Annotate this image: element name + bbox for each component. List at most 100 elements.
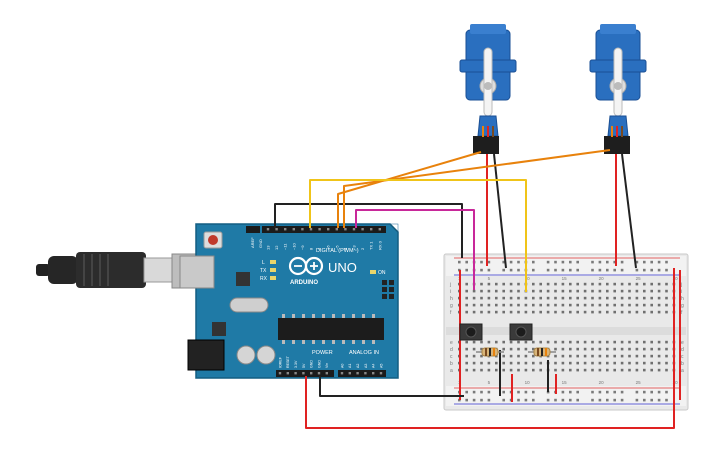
rail-hole[interactable] — [554, 398, 557, 402]
rail-hole[interactable] — [517, 260, 520, 264]
breadboard-hole[interactable] — [665, 347, 668, 351]
rail-hole[interactable] — [509, 260, 513, 264]
breadboard-hole[interactable] — [480, 289, 483, 293]
breadboard-hole[interactable] — [635, 282, 639, 286]
breadboard-hole[interactable] — [606, 303, 609, 307]
rail-hole[interactable] — [591, 268, 594, 272]
breadboard-hole[interactable] — [650, 310, 653, 314]
rail-hole[interactable] — [613, 390, 616, 394]
breadboard-hole[interactable] — [613, 296, 616, 300]
rail-hole[interactable] — [480, 268, 483, 272]
rail-hole[interactable] — [487, 268, 491, 272]
header-pin[interactable] — [302, 372, 305, 375]
header-pin[interactable] — [310, 372, 313, 375]
rail-hole[interactable] — [657, 398, 661, 402]
header-pin[interactable] — [370, 228, 373, 231]
rail-hole[interactable] — [650, 260, 653, 264]
breadboard-hole[interactable] — [495, 282, 498, 286]
header-pin[interactable] — [379, 372, 383, 375]
breadboard-hole[interactable] — [591, 368, 594, 372]
breadboard-hole[interactable] — [465, 289, 468, 293]
breadboard-hole[interactable] — [561, 354, 565, 358]
breadboard-hole[interactable] — [657, 340, 661, 344]
breadboard-hole[interactable] — [561, 296, 565, 300]
breadboard-hole[interactable] — [546, 340, 550, 344]
breadboard-hole[interactable] — [539, 303, 542, 307]
breadboard-hole[interactable] — [546, 303, 550, 307]
breadboard-hole[interactable] — [532, 296, 535, 300]
rail-hole[interactable] — [561, 260, 565, 264]
breadboard-hole[interactable] — [487, 289, 491, 293]
rail-hole[interactable] — [613, 260, 616, 264]
rail-hole[interactable] — [569, 260, 572, 264]
rail-hole[interactable] — [657, 260, 661, 264]
breadboard-hole[interactable] — [495, 310, 498, 314]
header-pin[interactable] — [317, 372, 321, 375]
breadboard-hole[interactable] — [583, 361, 587, 365]
breadboard-hole[interactable] — [517, 310, 520, 314]
breadboard-hole[interactable] — [465, 340, 468, 344]
rail-hole[interactable] — [635, 390, 639, 394]
rail-hole[interactable] — [643, 260, 646, 264]
breadboard-hole[interactable] — [583, 296, 587, 300]
wire-button-signal-magenta[interactable] — [355, 209, 475, 290]
breadboard-hole[interactable] — [598, 282, 602, 286]
breadboard-hole[interactable] — [472, 310, 476, 314]
breadboard-hole[interactable] — [613, 340, 616, 344]
breadboard-hole[interactable] — [591, 340, 594, 344]
breadboard-hole[interactable] — [509, 303, 513, 307]
breadboard-hole[interactable] — [480, 282, 483, 286]
header-pin[interactable] — [284, 228, 287, 231]
header-pin[interactable] — [348, 372, 351, 375]
breadboard-hole[interactable] — [472, 361, 476, 365]
breadboard-hole[interactable] — [495, 303, 498, 307]
breadboard-hole[interactable] — [657, 310, 661, 314]
breadboard-hole[interactable] — [657, 289, 661, 293]
wire-servo2-signal[interactable] — [343, 149, 611, 228]
rail-hole[interactable] — [465, 268, 468, 272]
breadboard-hole[interactable] — [554, 354, 557, 358]
breadboard-hole[interactable] — [620, 303, 624, 307]
breadboard-hole[interactable] — [539, 282, 542, 286]
breadboard-hole[interactable] — [665, 310, 668, 314]
breadboard-hole[interactable] — [583, 310, 587, 314]
breadboard-hole[interactable] — [517, 282, 520, 286]
rail-hole[interactable] — [598, 260, 602, 264]
breadboard-hole[interactable] — [539, 361, 542, 365]
breadboard-hole[interactable] — [546, 310, 550, 314]
breadboard-hole[interactable] — [509, 296, 513, 300]
rail-hole[interactable] — [643, 268, 646, 272]
breadboard-hole[interactable] — [472, 296, 476, 300]
breadboard-hole[interactable] — [643, 289, 646, 293]
breadboard-hole[interactable] — [613, 354, 616, 358]
breadboard-hole[interactable] — [569, 347, 572, 351]
breadboard-hole[interactable] — [635, 310, 639, 314]
breadboard-hole[interactable] — [657, 296, 661, 300]
breadboard-hole[interactable] — [524, 354, 528, 358]
rail-hole[interactable] — [561, 390, 565, 394]
breadboard-hole[interactable] — [620, 368, 624, 372]
rail-hole[interactable] — [502, 398, 505, 402]
breadboard-hole[interactable] — [576, 282, 579, 286]
breadboard-hole[interactable] — [465, 361, 468, 365]
breadboard-hole[interactable] — [591, 282, 594, 286]
breadboard-hole[interactable] — [628, 368, 631, 372]
breadboard-hole[interactable] — [509, 354, 513, 358]
rail-hole[interactable] — [465, 390, 468, 394]
rail-hole[interactable] — [606, 390, 609, 394]
breadboard-hole[interactable] — [606, 368, 609, 372]
header-pin[interactable] — [372, 372, 375, 375]
breadboard-hole[interactable] — [472, 340, 476, 344]
breadboard-hole[interactable] — [472, 354, 476, 358]
breadboard-hole[interactable] — [532, 340, 535, 344]
wire-5v-to-rail[interactable] — [305, 268, 675, 429]
breadboard-hole[interactable] — [524, 310, 528, 314]
rail-hole[interactable] — [487, 390, 491, 394]
breadboard-hole[interactable] — [650, 303, 653, 307]
breadboard-hole[interactable] — [635, 354, 639, 358]
breadboard-hole[interactable] — [583, 303, 587, 307]
rail-hole[interactable] — [665, 398, 668, 402]
breadboard-hole[interactable] — [517, 296, 520, 300]
